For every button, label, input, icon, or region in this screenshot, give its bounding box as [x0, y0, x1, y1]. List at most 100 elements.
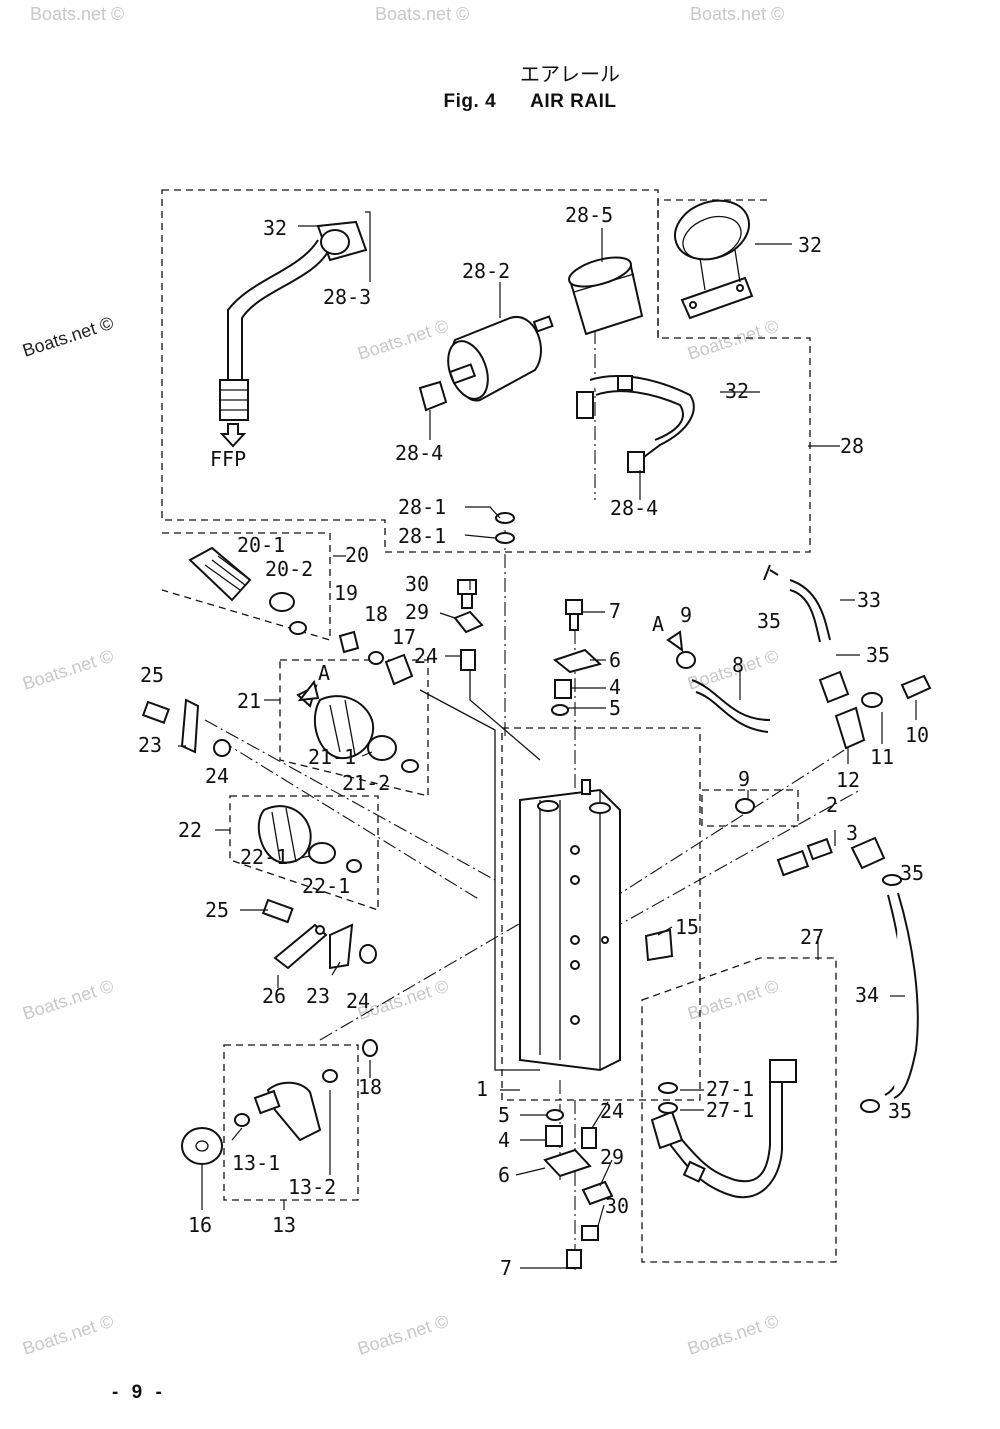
callout: 6	[498, 1163, 510, 1187]
watermark-text: Boats.net ©	[690, 4, 784, 24]
callout: 35	[757, 609, 781, 633]
callout: 28-5	[565, 203, 613, 227]
callout: 25	[205, 898, 229, 922]
callout: 20-2	[265, 557, 313, 581]
callout: 35	[900, 861, 924, 885]
callout: 10	[905, 723, 929, 747]
hose-8	[676, 651, 932, 750]
assembly-20-box	[161, 532, 331, 641]
callout: 22	[178, 818, 202, 842]
callout: 25	[140, 663, 164, 687]
callout: 3	[846, 821, 858, 845]
callout: 13	[272, 1213, 296, 1237]
callout: 7	[609, 599, 621, 623]
figure-header: エアレール Fig. 4 AIR RAIL	[0, 58, 1000, 113]
group-boxes	[161, 189, 837, 1263]
callout: A	[318, 661, 330, 685]
callout: 5	[498, 1103, 510, 1127]
callout: 8	[732, 653, 744, 677]
callout-labels: 32 28-3 28-5 28-2 32 28-4 32 28 28-4 28-…	[138, 203, 929, 1280]
sleeve-28-5	[568, 256, 644, 336]
fittings-left-bottom	[261, 898, 377, 970]
figure-name: AIR RAIL	[530, 91, 617, 112]
callout: 22-1	[240, 845, 288, 869]
assembly-lines	[204, 330, 861, 1270]
hoses-33-34	[763, 564, 919, 1113]
callout: 15	[675, 915, 699, 939]
watermark-text: Boats.net ©	[20, 1311, 116, 1359]
callout: 34	[855, 983, 879, 1007]
callout: 18	[364, 602, 388, 626]
callout: 20-1	[237, 533, 285, 557]
callout: 28-4	[395, 441, 443, 465]
callout: 17	[392, 625, 416, 649]
callout: 32	[725, 379, 749, 403]
callout: 7	[500, 1256, 512, 1280]
callout: 13-2	[288, 1175, 336, 1199]
callout: 23	[138, 733, 162, 757]
callout: 28-3	[323, 285, 371, 309]
callout: 24	[205, 764, 229, 788]
bracket-32	[674, 199, 754, 320]
callout: 32	[798, 233, 822, 257]
assembly-27-box	[641, 957, 837, 1263]
watermark-text: Boats.net ©	[375, 4, 469, 24]
fittings-left-top	[141, 698, 231, 757]
callout: 28	[840, 434, 864, 458]
clip-9-box	[701, 789, 799, 827]
hose-28-3	[219, 220, 368, 421]
callout: 27	[800, 925, 824, 949]
callout: 24	[346, 989, 370, 1013]
callout: 33	[857, 588, 881, 612]
air-rail	[519, 779, 621, 1072]
callout: 4	[498, 1128, 510, 1152]
watermark-text: Boats.net ©	[685, 316, 781, 364]
callout: 28-1	[398, 495, 446, 519]
bracket-32-box	[657, 199, 770, 338]
callout: 19	[334, 581, 358, 605]
fittings-bottom	[543, 1109, 614, 1269]
callout: 28-1	[398, 524, 446, 548]
callout: 9	[680, 603, 692, 627]
callout: 21-1	[308, 745, 356, 769]
callout: 28-4	[610, 496, 658, 520]
callout: A	[652, 612, 664, 636]
hose-27	[650, 1059, 797, 1199]
watermark-text: Boats.net ©	[685, 1311, 781, 1359]
o-ring-28-1	[495, 512, 515, 524]
watermark-text: Boats.net ©	[30, 4, 124, 24]
small-fittings	[338, 579, 603, 716]
title-japanese: エアレール	[520, 62, 620, 86]
callout: 26	[262, 984, 286, 1008]
watermark-text: Boats.net ©	[20, 646, 116, 694]
regulator-22	[257, 805, 362, 873]
ffp-arrow: FFP	[210, 423, 247, 471]
callout: 2	[826, 793, 838, 817]
callout: 6	[609, 648, 621, 672]
watermark-text: Boats.net ©	[20, 976, 116, 1024]
callout: 32	[263, 216, 287, 240]
sensor-13	[181, 1039, 378, 1165]
callout: 35	[866, 643, 890, 667]
callout: 30	[605, 1194, 629, 1218]
callout: 4	[609, 675, 621, 699]
callout: 12	[836, 768, 860, 792]
callout: 35	[888, 1099, 912, 1123]
callout: 5	[609, 696, 621, 720]
figure-number: Fig. 4	[443, 91, 497, 112]
callout: 29	[600, 1145, 624, 1169]
callout: 24	[414, 644, 438, 668]
watermark-text: Boats.net ©	[20, 313, 116, 361]
hose-28-4	[576, 374, 695, 473]
callout: 13-1	[232, 1151, 280, 1175]
callout: 29	[405, 600, 429, 624]
leader-lines	[178, 211, 917, 1269]
callout: 20	[345, 543, 369, 567]
ffp-label: FFP	[210, 447, 246, 471]
assembly-22-box	[229, 795, 379, 911]
view-arrows	[297, 630, 684, 702]
watermark-text: Boats.net ©	[355, 316, 451, 364]
fittings-2-3-9-15	[644, 798, 833, 962]
callout: 16	[188, 1213, 212, 1237]
sensor-20	[188, 546, 307, 635]
